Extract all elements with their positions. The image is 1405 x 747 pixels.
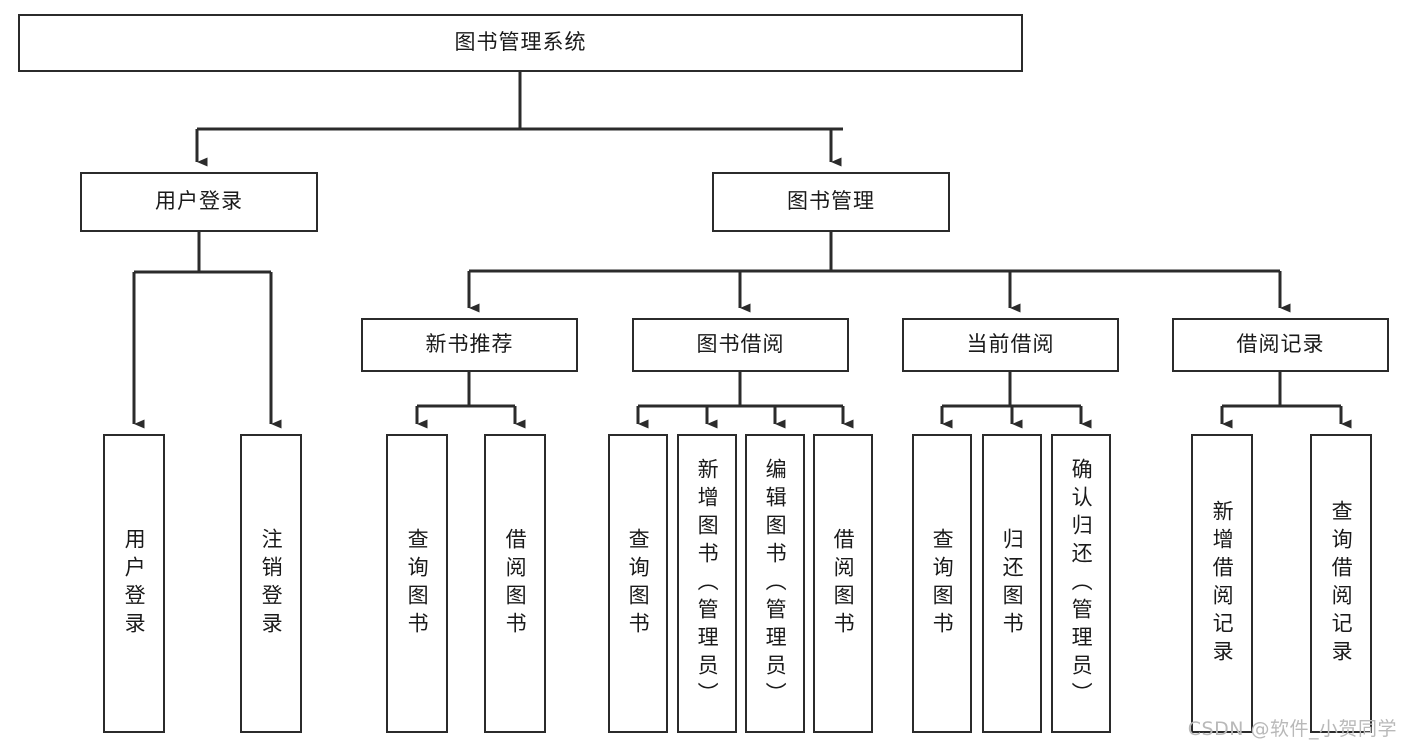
- node-leaf-user-login-label: 用户登录: [122, 527, 147, 640]
- node-leaf-query-book-rec-label: 查询图书: [405, 527, 430, 640]
- node-leaf-edit-book-admin-label: 编辑图书（管理员）: [763, 457, 788, 710]
- node-leaf-borrow-book-rec[interactable]: 借阅图书: [484, 434, 546, 733]
- node-root-label: 图书管理系统: [454, 30, 587, 55]
- node-user-login-label: 用户登录: [155, 189, 243, 214]
- node-leaf-query-book-borrow-label: 查询图书: [626, 527, 651, 640]
- node-current-borrow-label: 当前借阅: [966, 332, 1055, 357]
- node-leaf-borrow-book-label: 借阅图书: [831, 527, 856, 640]
- node-leaf-borrow-book-rec-label: 借阅图书: [503, 527, 528, 640]
- node-leaf-user-login[interactable]: 用户登录: [103, 434, 165, 733]
- node-leaf-add-book-admin-label: 新增图书（管理员）: [695, 457, 720, 710]
- node-leaf-query-borrow-record[interactable]: 查询借阅记录: [1310, 434, 1372, 733]
- node-current-borrow[interactable]: 当前借阅: [902, 318, 1119, 372]
- node-leaf-confirm-return-admin[interactable]: 确认归还（管理员）: [1051, 434, 1111, 733]
- watermark: CSDN @软件_小贺同学: [1187, 718, 1397, 740]
- node-leaf-add-borrow-record[interactable]: 新增借阅记录: [1191, 434, 1253, 733]
- node-new-book-recommend[interactable]: 新书推荐: [361, 318, 578, 372]
- node-leaf-query-borrow-record-label: 查询借阅记录: [1329, 499, 1354, 668]
- node-user-login[interactable]: 用户登录: [80, 172, 318, 232]
- node-leaf-query-book-current-label: 查询图书: [930, 527, 955, 640]
- node-leaf-borrow-book[interactable]: 借阅图书: [813, 434, 873, 733]
- node-leaf-add-borrow-record-label: 新增借阅记录: [1210, 499, 1235, 668]
- node-leaf-user-logout-label: 注销登录: [259, 527, 284, 640]
- node-book-management[interactable]: 图书管理: [712, 172, 950, 232]
- node-leaf-confirm-return-admin-label: 确认归还（管理员）: [1069, 457, 1094, 710]
- node-borrow-record-label: 借阅记录: [1236, 332, 1325, 357]
- node-leaf-add-book-admin[interactable]: 新增图书（管理员）: [677, 434, 737, 733]
- node-book-management-label: 图书管理: [787, 189, 875, 214]
- node-leaf-return-book[interactable]: 归还图书: [982, 434, 1042, 733]
- node-borrow-record[interactable]: 借阅记录: [1172, 318, 1389, 372]
- node-leaf-query-book-rec[interactable]: 查询图书: [386, 434, 448, 733]
- node-root[interactable]: 图书管理系统: [18, 14, 1023, 72]
- node-new-book-recommend-label: 新书推荐: [425, 332, 514, 357]
- node-leaf-query-book-borrow[interactable]: 查询图书: [608, 434, 668, 733]
- node-book-borrow-label: 图书借阅: [696, 332, 785, 357]
- node-book-borrow[interactable]: 图书借阅: [632, 318, 849, 372]
- node-leaf-user-logout[interactable]: 注销登录: [240, 434, 302, 733]
- node-leaf-query-book-current[interactable]: 查询图书: [912, 434, 972, 733]
- node-leaf-edit-book-admin[interactable]: 编辑图书（管理员）: [745, 434, 805, 733]
- node-leaf-return-book-label: 归还图书: [1000, 527, 1025, 640]
